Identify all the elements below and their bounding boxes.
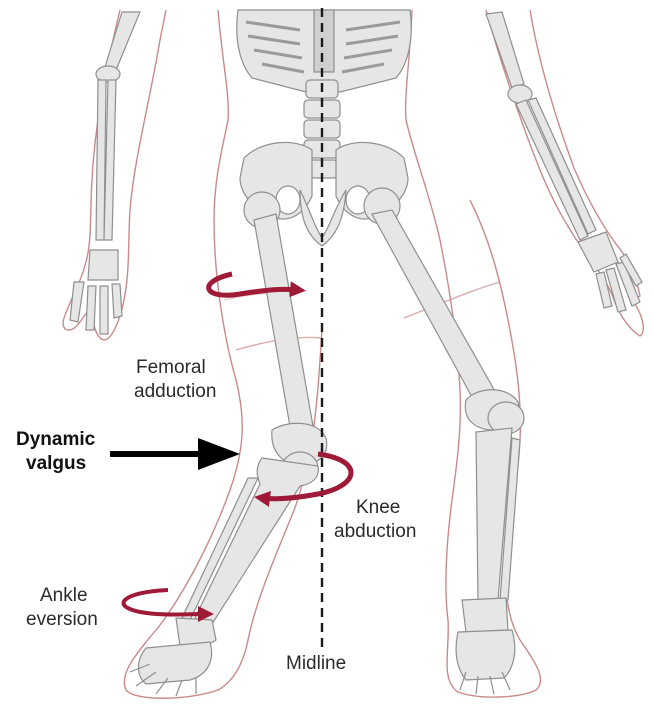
left-arm-bones [70,12,140,334]
femoral-adduction-label: Femoral adduction [134,356,216,404]
left-lower-leg [182,458,318,624]
knee-abduction-label: Knee abduction [334,496,416,544]
right-lower-leg [476,428,520,602]
ankle-eversion-label: Ankle eversion [26,584,98,632]
femoral-label-line1: Femoral [134,356,216,380]
right-foot [456,598,515,694]
left-foot [130,618,216,696]
right-femur [364,188,519,430]
midline-label: Midline [286,652,346,676]
ankle-label-line1: Ankle [26,584,98,608]
dynamic-valgus-pointer-arrow [110,438,240,470]
dynamic-label-line1: Dynamic [16,428,95,452]
right-arm-bones [486,12,642,312]
femoral-label-line2: adduction [134,380,216,404]
body-outline [63,10,643,698]
dynamic-label-line2: valgus [16,452,95,476]
knee-label-line2: abduction [334,520,416,544]
ankle-label-line2: eversion [26,608,98,632]
knee-label-line1: Knee [334,496,416,520]
dynamic-valgus-label: Dynamic valgus [16,428,95,476]
